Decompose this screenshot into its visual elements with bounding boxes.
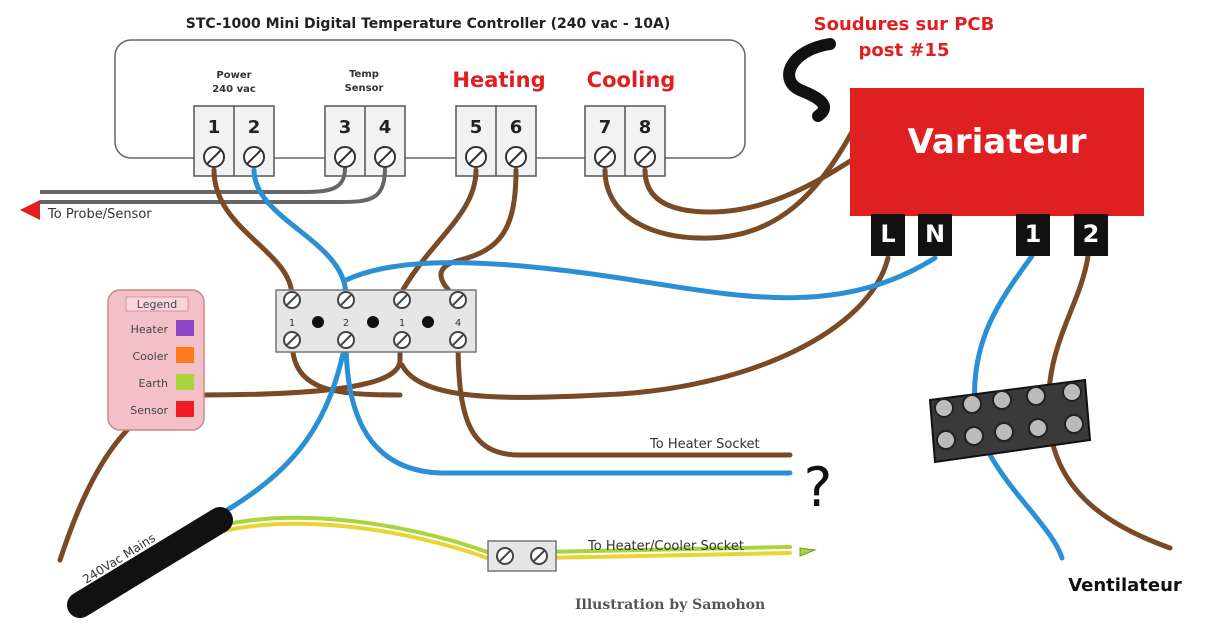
- legend-earth-swatch: [176, 374, 194, 390]
- variateur-terminal-l: L: [880, 220, 895, 248]
- terminal-2-label: 2: [248, 117, 261, 138]
- connector-2-label: 2: [343, 318, 349, 329]
- terminal-6-label: 6: [510, 117, 523, 138]
- heater-socket-label: To Heater Socket: [649, 437, 760, 452]
- legend-title: Legend: [137, 298, 177, 311]
- earth-arrow-icon: [799, 547, 817, 557]
- earth-connector: [487, 540, 557, 572]
- pcb-annotation-line1: Soudures sur PCB: [814, 14, 995, 35]
- terminal-block-heating: [455, 105, 537, 177]
- legend-sensor-swatch: [176, 401, 194, 417]
- variateur-terminal-n: N: [925, 220, 945, 248]
- hand-drawn-arrow-icon: [783, 38, 836, 122]
- terminal-3-label: 3: [339, 117, 352, 138]
- terminal-7-label: 7: [599, 117, 612, 138]
- temp-label: Temp: [349, 69, 379, 80]
- heater-cooler-socket-label: To Heater/Cooler Socket: [587, 539, 744, 554]
- terminal-5-label: 5: [470, 117, 483, 138]
- probe-arrow-icon: [20, 200, 40, 220]
- heating-label: Heating: [452, 68, 545, 92]
- terminal-1-label: 1: [208, 117, 221, 138]
- pcb-annotation-line2: post #15: [859, 40, 950, 61]
- legend-heater-label: Heater: [131, 323, 169, 336]
- variateur-box: [850, 88, 1144, 216]
- terminal-8-label: 8: [639, 117, 652, 138]
- controller-title: STC-1000 Mini Digital Temperature Contro…: [186, 16, 670, 32]
- connector-3-label: 1: [399, 318, 405, 329]
- terminal-block-power: [193, 105, 275, 177]
- legend-sensor-label: Sensor: [130, 404, 168, 417]
- legend-cooler-label: Cooler: [133, 350, 169, 363]
- fan-terminal-strip: [928, 378, 1092, 464]
- probe-cable: [20, 167, 387, 220]
- cooling-label: Cooling: [587, 68, 676, 92]
- terminal-4-label: 4: [379, 117, 392, 138]
- variateur-label: Variateur: [907, 122, 1086, 162]
- power-voltage-label: 240 vac: [212, 84, 256, 95]
- question-mark: ?: [804, 456, 833, 519]
- connector-1-label: 1: [289, 318, 295, 329]
- power-label: Power: [216, 70, 251, 81]
- legend-cooler-swatch: [176, 347, 194, 363]
- variateur-terminal-2: 2: [1083, 220, 1100, 248]
- variateur-terminals: [871, 214, 1108, 256]
- connector-strip: [275, 289, 477, 353]
- legend-earth-label: Earth: [139, 377, 169, 390]
- probe-label: To Probe/Sensor: [47, 207, 152, 222]
- credit-label: Illustration by Samohon: [575, 597, 765, 613]
- legend-heater-swatch: [176, 320, 194, 336]
- terminal-block-cooling: [584, 105, 666, 177]
- sensor-label: Sensor: [345, 83, 384, 94]
- terminal-screws: [203, 146, 656, 168]
- variateur-terminal-1: 1: [1025, 220, 1042, 248]
- terminal-block-temp: [324, 105, 406, 177]
- ventilateur-label: Ventilateur: [1068, 575, 1182, 596]
- connector-4-label: 4: [455, 318, 461, 329]
- mains-cable: [67, 507, 233, 618]
- legend: [107, 289, 205, 431]
